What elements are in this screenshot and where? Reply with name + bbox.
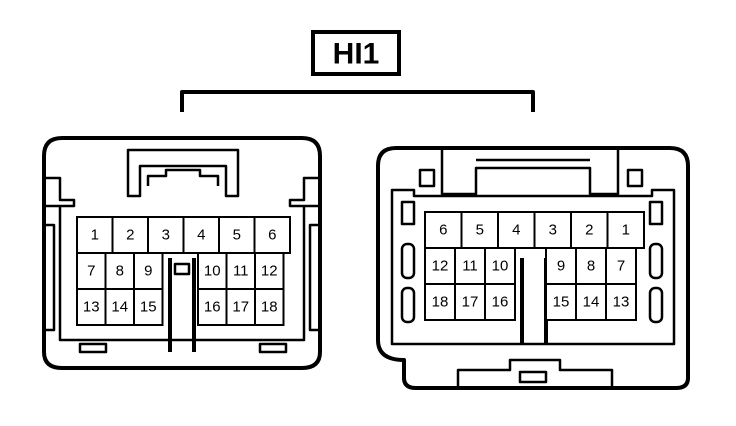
pin-number: 13 (83, 299, 100, 316)
pin-number: 8 (587, 258, 595, 275)
right-key-slot (520, 258, 548, 344)
pin-number: 18 (432, 294, 449, 311)
left-housing-left-ear (44, 176, 76, 208)
pin-cell (454, 283, 486, 321)
right-connector: 6 5 4 3 2 1 12 11 10 9 8 7 18 17 16 15 14 13 (376, 146, 690, 390)
pin-number: 17 (232, 299, 249, 316)
right-corner-square-left (418, 168, 436, 188)
left-top-latch (126, 148, 240, 198)
pin-cell (111, 216, 149, 254)
pin-cell (218, 216, 256, 254)
pin-number: 2 (585, 222, 593, 239)
left-key-slot (168, 258, 196, 352)
left-bottom-tab-2 (258, 342, 288, 354)
left-housing-right-ear (288, 176, 320, 208)
pin-cell (484, 283, 516, 321)
right-window-l2 (400, 242, 416, 280)
right-bottom-latch (456, 358, 614, 388)
pin-number: 5 (476, 222, 484, 239)
pin-cell (545, 283, 577, 321)
right-corner-square-right (626, 168, 644, 188)
pin-number: 10 (204, 263, 221, 280)
right-pin-grid: 6 5 4 3 2 1 12 11 10 9 8 7 18 17 16 15 14 13 (424, 211, 645, 321)
right-window-r2 (648, 242, 664, 280)
pin-number: 4 (512, 222, 520, 239)
pin-number: 7 (87, 263, 95, 280)
left-bottom-tab-1 (78, 342, 108, 354)
pin-number: 6 (439, 222, 447, 239)
left-key-notch (173, 262, 191, 276)
pin-number: 8 (116, 263, 124, 280)
connector-id-label: HI1 (333, 38, 380, 71)
pin-number: 16 (204, 299, 221, 316)
right-window-l3 (400, 286, 416, 324)
pin-number: 16 (492, 294, 509, 311)
pin-number: 15 (140, 299, 157, 316)
right-inner-frame (390, 188, 676, 346)
right-bottom-tab (518, 370, 548, 384)
pin-cell (133, 252, 164, 290)
pin-cell (197, 252, 228, 290)
pin-number: 12 (432, 258, 449, 275)
pin-number: 11 (233, 263, 249, 280)
pin-cell (147, 216, 185, 254)
right-top-latch (440, 150, 620, 196)
pin-number: 7 (617, 258, 625, 275)
pin-number: 2 (126, 227, 134, 244)
pin-number: 3 (549, 222, 557, 239)
pin-cell (225, 288, 256, 326)
pin-number: 10 (492, 258, 509, 275)
pin-cell (254, 288, 285, 326)
pin-number: 18 (261, 299, 278, 316)
pin-cell (605, 283, 637, 321)
pin-number: 4 (197, 227, 205, 244)
right-window-r3 (648, 286, 664, 324)
pin-number: 15 (553, 294, 570, 311)
pin-number: 11 (462, 258, 478, 275)
right-window-r1 (648, 200, 664, 226)
pin-number: 9 (557, 258, 565, 275)
pin-number: 1 (622, 222, 630, 239)
left-side-rails (44, 223, 320, 332)
pin-number: 14 (111, 299, 128, 316)
pin-number: 17 (462, 294, 479, 311)
left-latch-tab (146, 168, 220, 186)
pin-cell (225, 252, 256, 290)
pin-number: 14 (583, 294, 600, 311)
pin-number: 6 (268, 227, 276, 244)
pin-cell (133, 288, 164, 326)
pin-cell (253, 216, 291, 254)
pin-number: 12 (261, 263, 278, 280)
pin-number: 3 (162, 227, 170, 244)
right-window-l1 (400, 200, 416, 226)
connector-id-label-box: HI1 (311, 30, 401, 76)
left-inner-frame (58, 206, 306, 342)
pin-number: 5 (233, 227, 241, 244)
right-housing-outline (376, 146, 690, 390)
pin-number: 1 (91, 227, 99, 244)
connector-bracket (180, 90, 535, 112)
left-housing-outline (42, 136, 322, 370)
pin-number: 13 (613, 294, 630, 311)
pin-number: 9 (144, 263, 152, 280)
